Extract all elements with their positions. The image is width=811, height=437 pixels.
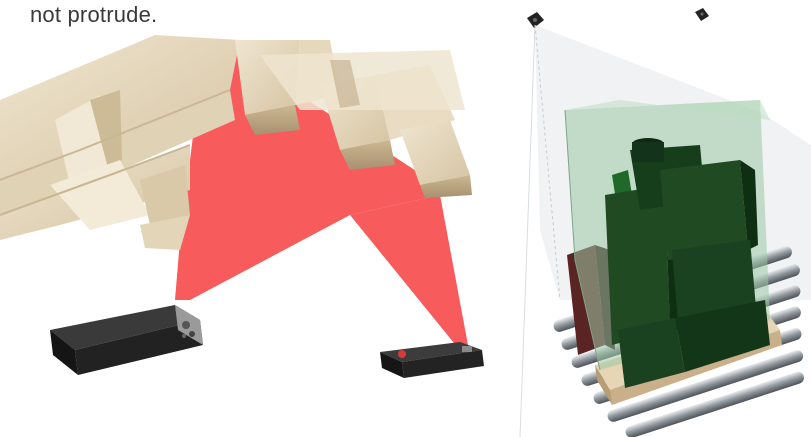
overhead-sensor-right bbox=[695, 8, 709, 21]
